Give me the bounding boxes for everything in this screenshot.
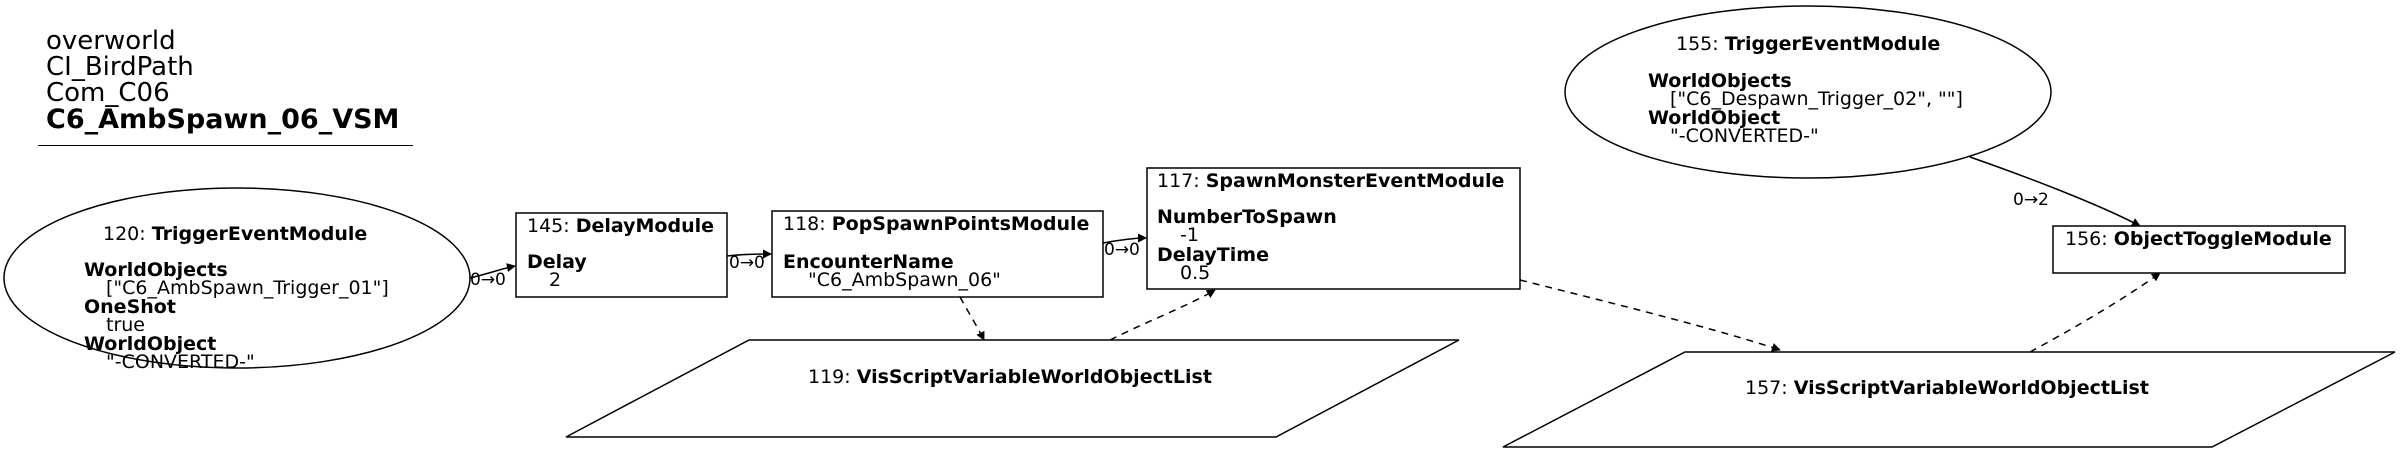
edge-label-120-145: 0→0: [470, 270, 506, 290]
edge-labels: 0→0 0→0 0→0 0→2: [470, 190, 2049, 290]
edge-label-145-118: 0→0: [729, 253, 765, 273]
node-117-prop-name: DelayTime: [1157, 244, 1269, 266]
graph-header: overworld CI_BirdPath Com_C06 C6_AmbSpaw…: [46, 28, 399, 134]
node-145-delay-module[interactable]: 145: DelayModule Delay 2: [515, 212, 728, 298]
edge-label-118-117: 0→0: [1104, 240, 1140, 260]
node-120-prop-value: true: [106, 314, 145, 336]
graph-title: C6_AmbSpawn_06_VSM: [46, 104, 400, 135]
node-117-prop-name: NumberToSpawn: [1157, 206, 1337, 228]
node-120-prop-name: WorldObject: [84, 333, 216, 355]
node-155-prop-value: "-CONVERTED-": [1670, 125, 1819, 147]
header-line: CI_BirdPath: [46, 52, 194, 82]
node-118-title: 118: PopSpawnPointsModule: [783, 213, 1089, 235]
edge-118-117: [1102, 233, 1147, 244]
link-119-117: [1109, 289, 1216, 341]
node-157-title: 157: VisScriptVariableWorldObjectList: [1745, 377, 2149, 399]
node-120-prop-name: WorldObjects: [84, 259, 228, 281]
node-118-prop-value: "C6_AmbSpawn_06": [808, 269, 1001, 291]
link-157-156: [2029, 272, 2161, 353]
node-117-title: 117: SpawnMonsterEventModule: [1157, 170, 1504, 192]
node-145-title: 145: DelayModule: [527, 215, 714, 237]
link-118-119: [959, 296, 985, 341]
node-155-prop-name: WorldObject: [1648, 107, 1780, 129]
node-155-trigger-event-module[interactable]: 155: TriggerEventModule WorldObjects ["C…: [1564, 5, 2052, 179]
header-line: Com_C06: [46, 78, 170, 108]
node-157-world-object-list-variable[interactable]: 157: VisScriptVariableWorldObjectList: [1502, 351, 2396, 448]
node-145-prop-value: 2: [549, 269, 561, 291]
data-links: [959, 272, 2161, 353]
node-120-title: 120: TriggerEventModule: [103, 223, 367, 245]
node-119-title: 119: VisScriptVariableWorldObjectList: [808, 366, 1212, 388]
header-line: overworld: [46, 26, 176, 56]
node-145-prop-name: Delay: [527, 251, 587, 273]
edges: [469, 156, 2141, 279]
edge-155-156: [1969, 156, 2141, 227]
node-118-pop-spawn-points-module[interactable]: 118: PopSpawnPointsModule EncounterName …: [771, 210, 1104, 298]
node-117-prop-value: 0.5: [1180, 262, 1210, 284]
node-155-prop-name: WorldObjects: [1648, 70, 1792, 92]
edge-145-118: [726, 249, 772, 259]
node-118-prop-name: EncounterName: [783, 251, 954, 273]
title-underline: [38, 145, 413, 146]
node-119-world-object-list-variable[interactable]: 119: VisScriptVariableWorldObjectList: [565, 339, 1460, 438]
node-120-prop-value: "-CONVERTED-": [106, 351, 255, 373]
node-155-title: 155: TriggerEventModule: [1676, 33, 1940, 55]
node-156-object-toggle-module[interactable]: 156: ObjectToggleModule: [2052, 225, 2346, 274]
node-117-prop-value: -1: [1180, 224, 1199, 246]
node-120-trigger-event-module[interactable]: 120: TriggerEventModule WorldObjects ["C…: [3, 187, 471, 373]
node-120-prop-name: OneShot: [84, 296, 176, 318]
edge-120-145: [469, 263, 516, 279]
node-120-prop-value: ["C6_AmbSpawn_Trigger_01"]: [106, 277, 389, 299]
edge-label-155-156: 0→2: [2013, 190, 2049, 210]
node-117-spawn-monster-event-module[interactable]: 117: SpawnMonsterEventModule NumberToSpa…: [1146, 167, 1521, 290]
link-117-157: [1519, 279, 1781, 352]
node-156-title: 156: ObjectToggleModule: [2065, 228, 2332, 250]
node-155-prop-value: ["C6_Despawn_Trigger_02", ""]: [1670, 88, 1963, 110]
